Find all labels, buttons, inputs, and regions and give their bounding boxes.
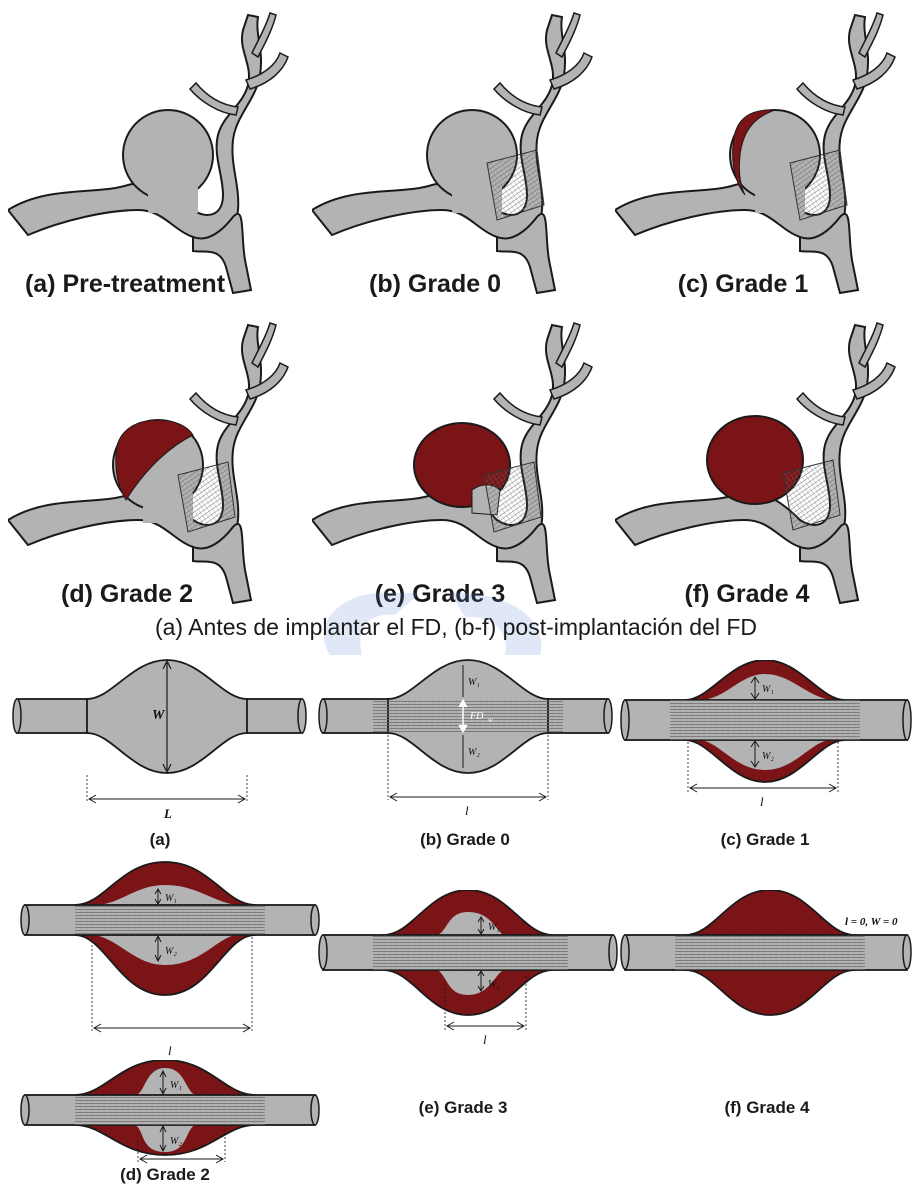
schematic-c: W₁ W₂ l [620,660,912,835]
flow-diverter [670,700,860,740]
caption-schematic-b: (b) Grade 0 [385,830,545,850]
label-l: l [465,803,469,818]
caption-schematic-d: (d) Grade 2 [90,1165,240,1185]
panel-d-grade-2 [8,315,298,605]
schematic-a-dimension: L [12,775,307,830]
label-w1: W₁ [488,922,500,933]
figure-subtitle: (a) Antes de implantar el FD, (b-f) post… [0,614,912,641]
label-w: W [152,708,166,723]
flow-diverter [675,935,865,970]
label-l: l [168,1043,172,1058]
vessel-illustration [8,315,298,605]
caption-schematic-c: (c) Grade 1 [690,830,840,850]
panel-f-grade-4 [615,315,910,605]
panel-c-grade-1 [615,5,910,295]
flow-diverter [373,699,563,733]
label-w1: W₁ [170,1080,182,1091]
schematic-a: W [12,655,307,775]
label-l: l [760,794,764,809]
caption-top-f: (f) Grade 4 [672,580,822,609]
label-w2: W₂ [468,747,480,758]
label-w1: W₁ [468,677,480,688]
label-w2: W₂ [170,1136,182,1147]
schematic-d-variant-1: W₁ W₂ l [20,860,320,1065]
vessel-illustration [615,315,910,605]
schematic-d-variant-2: W₁ W₂ [20,1060,320,1168]
caption-top-d: (d) Grade 2 [52,580,202,609]
caption-schematic-a: (a) [120,830,200,850]
schematic-b: W₁ FD w W₂ l [318,655,613,830]
label-w2: W₂ [488,979,500,990]
caption-top-c: (c) Grade 1 [668,270,818,299]
flow-diverter [75,1095,265,1125]
schematic-e: W₁ W₂ l [318,890,618,1075]
label-w2: W₂ [762,751,774,762]
label-l0-w0: l = 0, W = 0 [845,916,898,928]
vessel-illustration [312,315,602,605]
panel-b-grade-0 [312,5,602,295]
caption-schematic-e: (e) Grade 3 [388,1098,538,1118]
label-fd: FD [469,711,484,722]
label-fd-sub: w [488,716,493,724]
label-L: L [163,806,172,821]
label-w1: W₁ [762,684,774,695]
label-w1: W₁ [165,893,177,904]
flow-diverter [75,905,265,935]
vessel-illustration [615,5,910,295]
caption-schematic-f: (f) Grade 4 [692,1098,842,1118]
caption-top-a: (a) Pre-treatment [5,270,245,299]
vessel-illustration [8,5,298,295]
label-l: l [483,1032,487,1047]
flow-diverter [373,935,568,970]
panel-e-grade-3 [312,315,602,605]
schematic-f: l = 0, W = 0 [620,890,912,1025]
panel-a-pre-treatment [8,5,298,295]
vessel-illustration [312,5,602,295]
caption-top-b: (b) Grade 0 [360,270,510,299]
label-w2: W₂ [165,946,177,957]
